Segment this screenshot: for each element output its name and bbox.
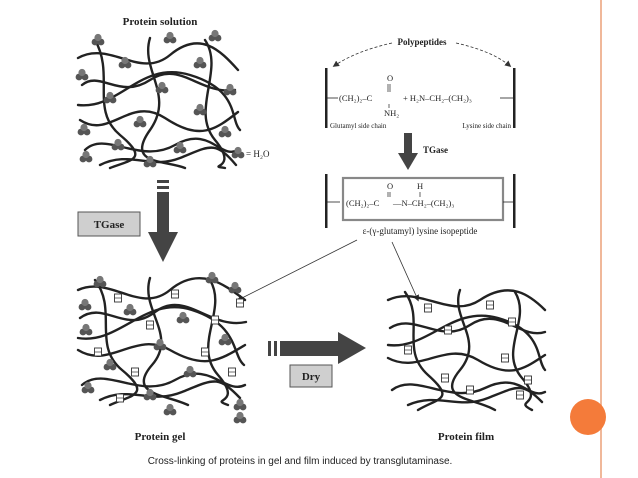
protein-solution-title: Protein solution	[123, 16, 198, 28]
slide-border-rule	[600, 0, 602, 478]
formula-top-o: O	[387, 73, 393, 83]
dry-box-label: Dry	[302, 371, 321, 383]
tgase-box-label: TGase	[94, 219, 125, 231]
polypeptides-title: Polypeptides	[397, 37, 447, 47]
lysine-side-chain-label: Lysine side chain	[462, 122, 511, 130]
protein-solution-network	[76, 36, 242, 170]
formula-bottom-left-group: (CH₂)₂–C	[346, 198, 380, 208]
formula-top-left-group: (CH₂)₂–C	[339, 93, 373, 103]
formula-bottom-h: H	[417, 181, 423, 191]
formula-bottom-o: O	[387, 181, 393, 191]
formula-bottom: O H (CH₂)₂–C —N–CH₂–(CH₂)₃ ε-(γ-glutamyl…	[325, 174, 516, 236]
formula-top-nh2: NH₂	[384, 108, 399, 118]
formula-top: (CH₂)₂–C O NH₂ + H₂N–CH₂–(CH₂)₃ Glutamyl…	[325, 68, 516, 130]
dry-box: Dry	[289, 364, 333, 388]
dry-arrow	[268, 332, 366, 364]
figure-caption: Cross-linking of proteins in gel and fil…	[147, 456, 453, 467]
tgase-small-arrow: TGase	[398, 133, 448, 170]
glutamyl-side-chain-label: Glutamyl side chain	[330, 122, 387, 130]
pointer-to-film	[391, 241, 419, 302]
protein-film-label: Protein film	[438, 431, 494, 443]
water-legend-label: = H₂O	[246, 149, 270, 159]
polypeptides-arrow-right	[455, 42, 512, 68]
protein-gel-label: Protein gel	[135, 431, 186, 443]
formula-bottom-middle: —N–CH₂–(CH₂)₃	[392, 198, 454, 208]
protein-film-network	[386, 288, 547, 412]
protein-gel-network	[76, 276, 248, 407]
tgase-box: TGase	[77, 211, 141, 237]
diagram: Protein solution	[75, 16, 547, 443]
accent-dot	[570, 399, 606, 435]
formula-top-plus-group: + H₂N–CH₂–(CH₂)₃	[403, 93, 472, 103]
tgase-small-label: TGase	[423, 145, 448, 155]
water-legend: = H₂O	[231, 146, 270, 159]
isopeptide-label: ε-(γ-glutamyl) lysine isopeptide	[363, 226, 478, 236]
tgase-down-arrow	[148, 180, 178, 262]
pointer-to-gel	[236, 239, 358, 301]
polypeptides-arrow-left	[332, 42, 393, 67]
